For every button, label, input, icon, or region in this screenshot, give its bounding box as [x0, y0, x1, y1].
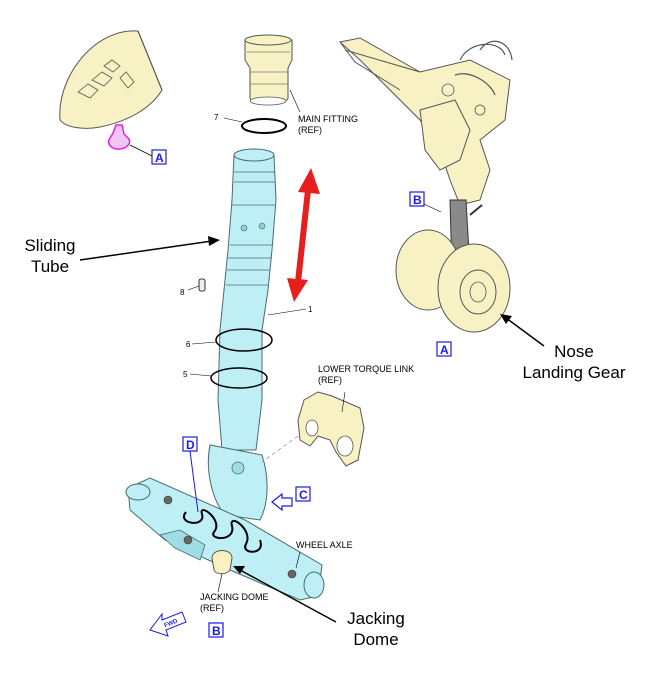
main-fitting-ref-label: (REF) [298, 125, 322, 135]
main-fitting-label: MAIN FITTING [298, 114, 358, 124]
jacking-dome-label-line2: Dome [353, 630, 398, 649]
lower-torque-link-part [261, 391, 365, 467]
sliding-tube-part [217, 148, 277, 451]
svg-text:7: 7 [214, 113, 219, 122]
svg-text:8: 8 [180, 288, 185, 297]
wheel-axle-label: WHEEL AXLE [296, 540, 353, 550]
svg-text:C: C [299, 488, 308, 502]
sliding-tube-label-line1: Sliding [24, 236, 75, 255]
nose-landing-gear-label-line2: Landing Gear [522, 363, 625, 382]
callout-a-top: A [151, 149, 167, 165]
callout-b-bottom: B [208, 622, 224, 638]
main-fitting-part [244, 34, 301, 113]
svg-text:6: 6 [186, 340, 191, 349]
lower-torque-link-label: LOWER TORQUE LINK [318, 364, 414, 374]
ring-item-7: 7 [214, 113, 287, 134]
ring-item-5: 5 [183, 367, 268, 389]
jacking-dome-label-line1: Jacking [347, 609, 405, 628]
view-arrow-icon [271, 492, 293, 512]
fwd-arrow-icon: FWD [149, 611, 187, 637]
callout-c: C [271, 486, 311, 512]
jacking-dome-ref-label: JACKING DOME [200, 592, 269, 602]
svg-text:1: 1 [308, 305, 313, 314]
leader-item-1: 1 [267, 305, 313, 316]
jacking-dome-ref-sub-label: (REF) [200, 603, 224, 613]
pin-item-8: 8 [180, 278, 206, 297]
ring-item-6: 6 [186, 328, 273, 352]
nose-landing-gear-label-line1: Nose [554, 342, 594, 361]
svg-text:B: B [212, 624, 221, 638]
travel-double-arrow [287, 168, 320, 302]
svg-text:A: A [155, 151, 164, 165]
svg-text:D: D [186, 438, 195, 452]
jacking-dome-callout: Jacking Dome [233, 566, 405, 649]
sliding-tube-label-line2: Tube [31, 257, 69, 276]
sliding-tube-callout: Sliding Tube [24, 236, 220, 276]
svg-text:5: 5 [183, 370, 188, 379]
svg-text:A: A [440, 343, 449, 357]
callout-d: D [182, 436, 199, 513]
nose-landing-gear-callout: Nose Landing Gear [500, 314, 626, 382]
aircraft-nose-illustration [59, 30, 163, 157]
lower-torque-link-ref-label: (REF) [318, 375, 342, 385]
axle-and-yoke-part [125, 444, 325, 601]
svg-text:B: B [413, 193, 422, 207]
callout-b-gear: B [409, 191, 425, 207]
svg-text:FWD: FWD [164, 618, 180, 629]
nose-landing-gear-illustration [338, 37, 513, 333]
callout-a-right: A [436, 341, 452, 357]
